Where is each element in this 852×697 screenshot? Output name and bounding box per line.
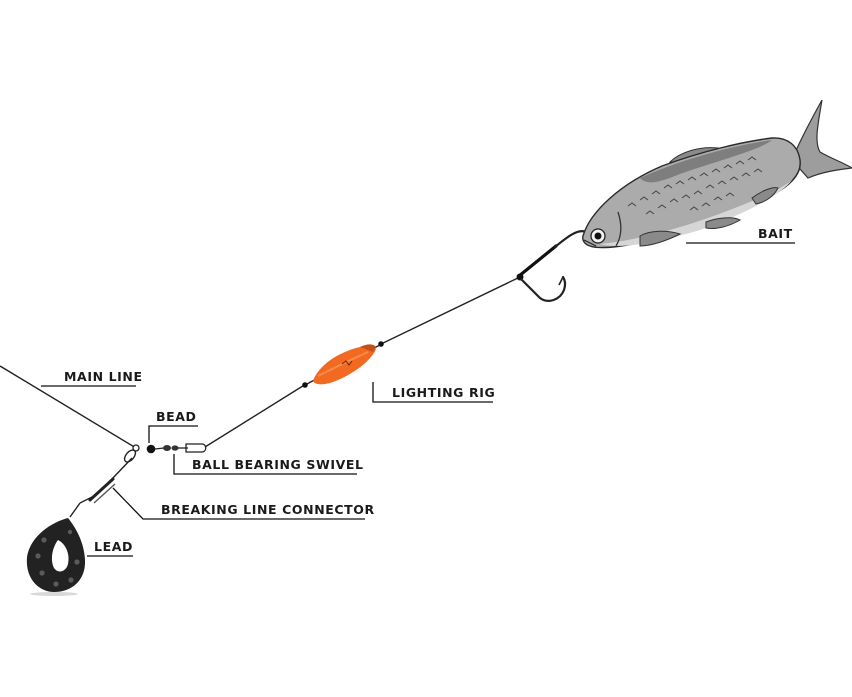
lead-label: LEAD	[94, 539, 133, 554]
leader-lighting-rig	[372, 382, 493, 403]
label-bait: BAIT	[686, 226, 795, 244]
label-main-line: MAIN LINE	[41, 369, 143, 387]
lighting-rig-label: LIGHTING RIG	[392, 385, 495, 400]
bead-icon	[146, 444, 156, 454]
breaking-line-connector-icon	[79, 449, 137, 504]
main-line-label: MAIN LINE	[64, 369, 143, 384]
bead-label: BEAD	[156, 409, 197, 424]
swivel-icon	[154, 443, 207, 453]
leader-bead	[148, 425, 198, 443]
swivel-junction	[132, 444, 140, 452]
label-bead: BEAD	[148, 409, 198, 443]
leader-ball-bearing-swivel	[173, 454, 357, 475]
breaking-line-connector-label: BREAKING LINE CONNECTOR	[161, 502, 375, 517]
label-lighting-rig: LIGHTING RIG	[372, 382, 495, 403]
leader-breaking-line-connector	[112, 487, 365, 520]
ball-bearing-swivel-label: BALL BEARING SWIVEL	[192, 457, 364, 472]
label-lead: LEAD	[87, 539, 133, 557]
label-ball-bearing-swivel: BALL BEARING SWIVEL	[173, 454, 364, 475]
fish-icon	[582, 99, 852, 249]
label-breaking-line-connector: BREAKING LINE CONNECTOR	[112, 487, 375, 520]
bait-label: BAIT	[758, 226, 793, 241]
hook-icon	[516, 230, 588, 302]
float-icon	[302, 341, 384, 388]
leader-line	[204, 276, 521, 448]
main-line	[0, 365, 137, 449]
lead-weight-icon	[26, 502, 86, 596]
